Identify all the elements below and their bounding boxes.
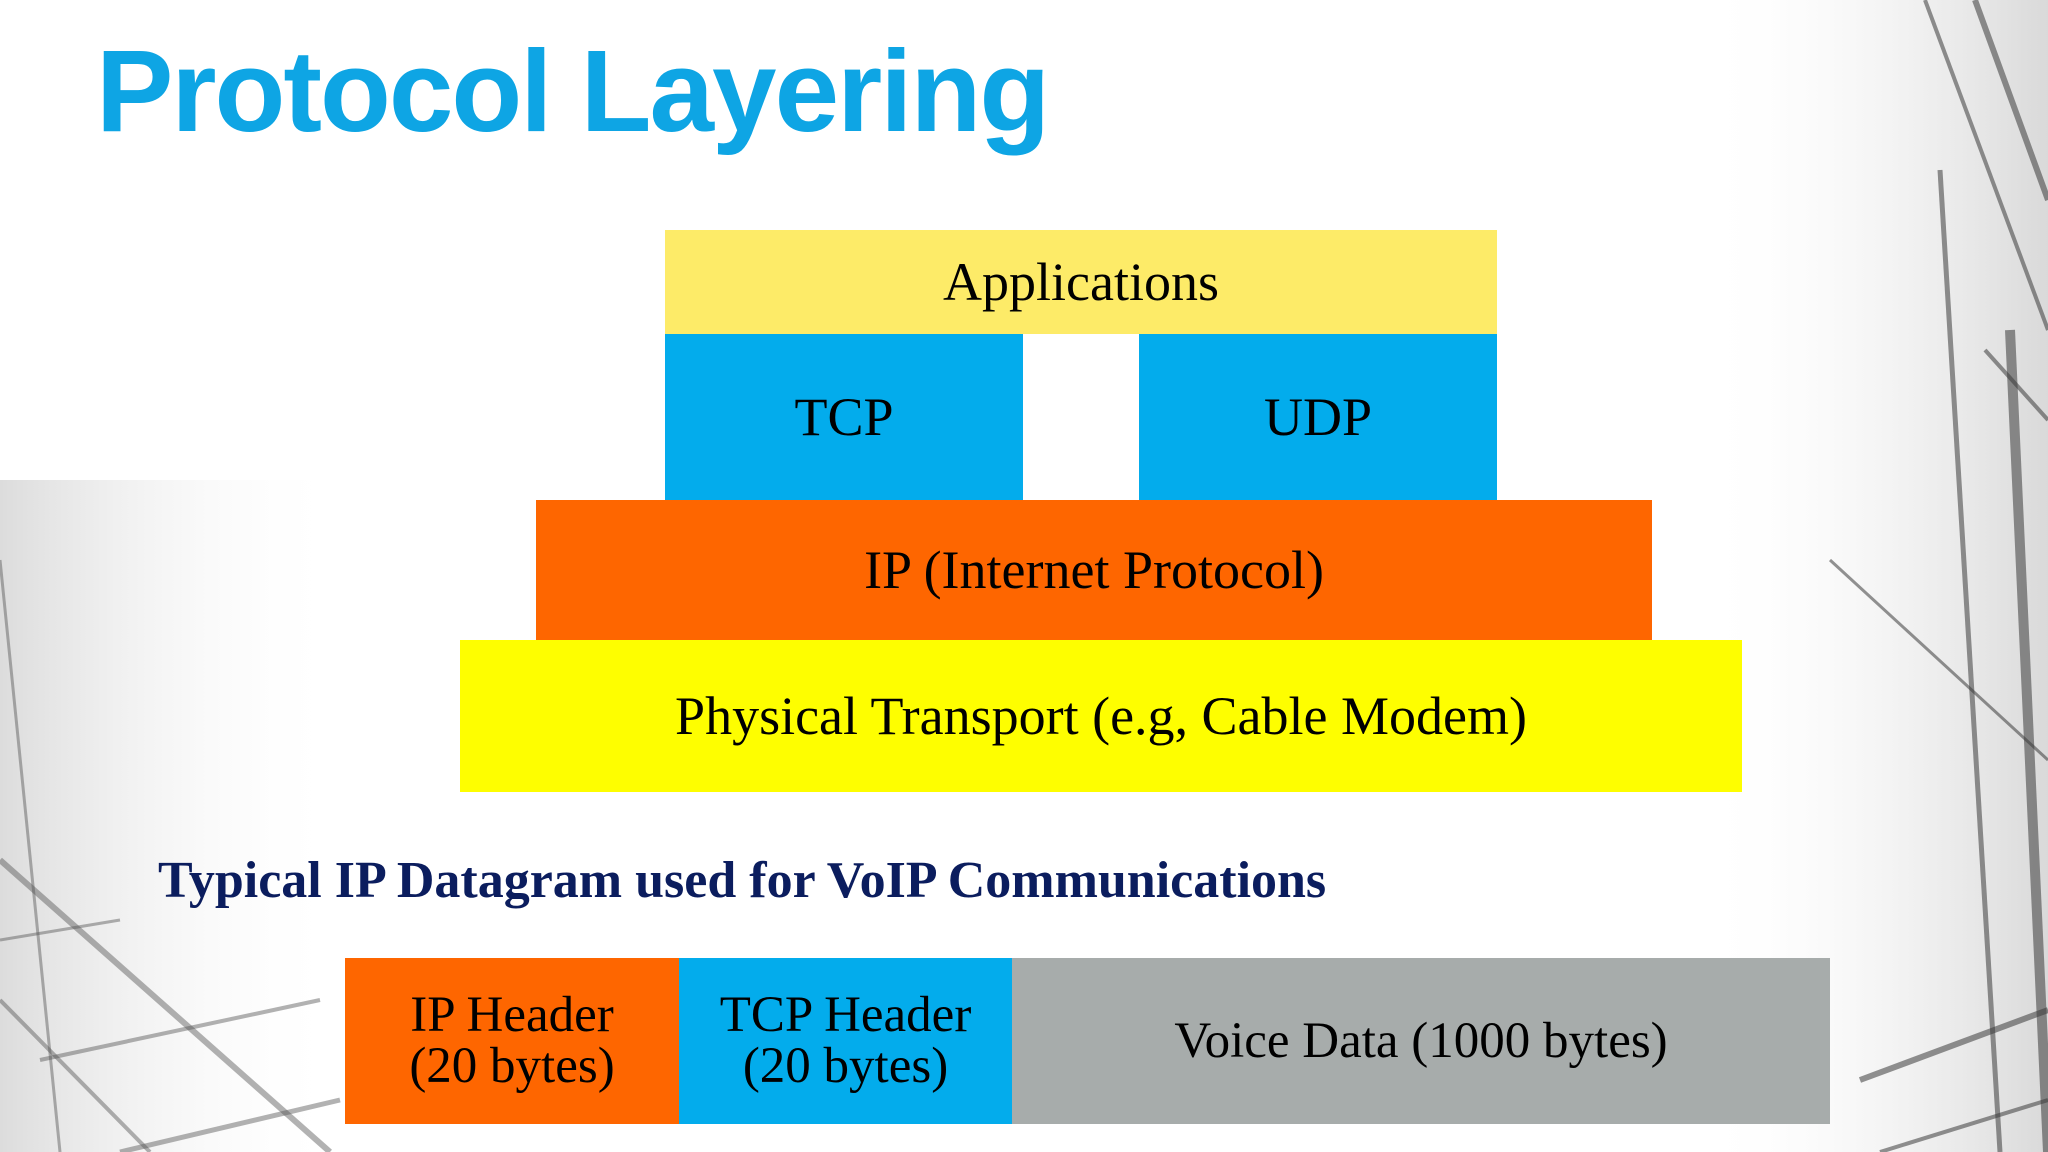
udp-label: UDP: [1263, 387, 1373, 447]
datagram-caption: Typical IP Datagram used for VoIP Commun…: [158, 852, 1327, 909]
ip-header-label: IP Header: [410, 987, 614, 1043]
udp-layer: UDP: [1139, 334, 1497, 500]
voice-data-block: Voice Data (1000 bytes): [1012, 958, 1830, 1124]
applications-label: Applications: [943, 252, 1219, 312]
tcp-header-size: (20 bytes): [742, 1038, 949, 1094]
ip-header-size: (20 bytes): [409, 1038, 615, 1094]
ip-layer: IP (Internet Protocol): [536, 500, 1652, 640]
tcp-label: TCP: [794, 387, 894, 447]
physical-label: Physical Transport (e.g, Cable Modem): [675, 686, 1527, 746]
voice-data-label: Voice Data (1000 bytes): [1174, 1012, 1668, 1069]
tcp-layer: TCP: [665, 334, 1023, 500]
ip-label: IP (Internet Protocol): [864, 540, 1324, 600]
applications-layer: Applications: [665, 230, 1497, 334]
tcp-header-label: TCP Header: [719, 987, 972, 1043]
ip-header-block: IP Header (20 bytes): [345, 958, 679, 1124]
page-title: Protocol Layering: [96, 26, 1050, 156]
physical-layer: Physical Transport (e.g, Cable Modem): [460, 640, 1742, 792]
tcp-header-block: TCP Header (20 bytes): [679, 958, 1012, 1124]
